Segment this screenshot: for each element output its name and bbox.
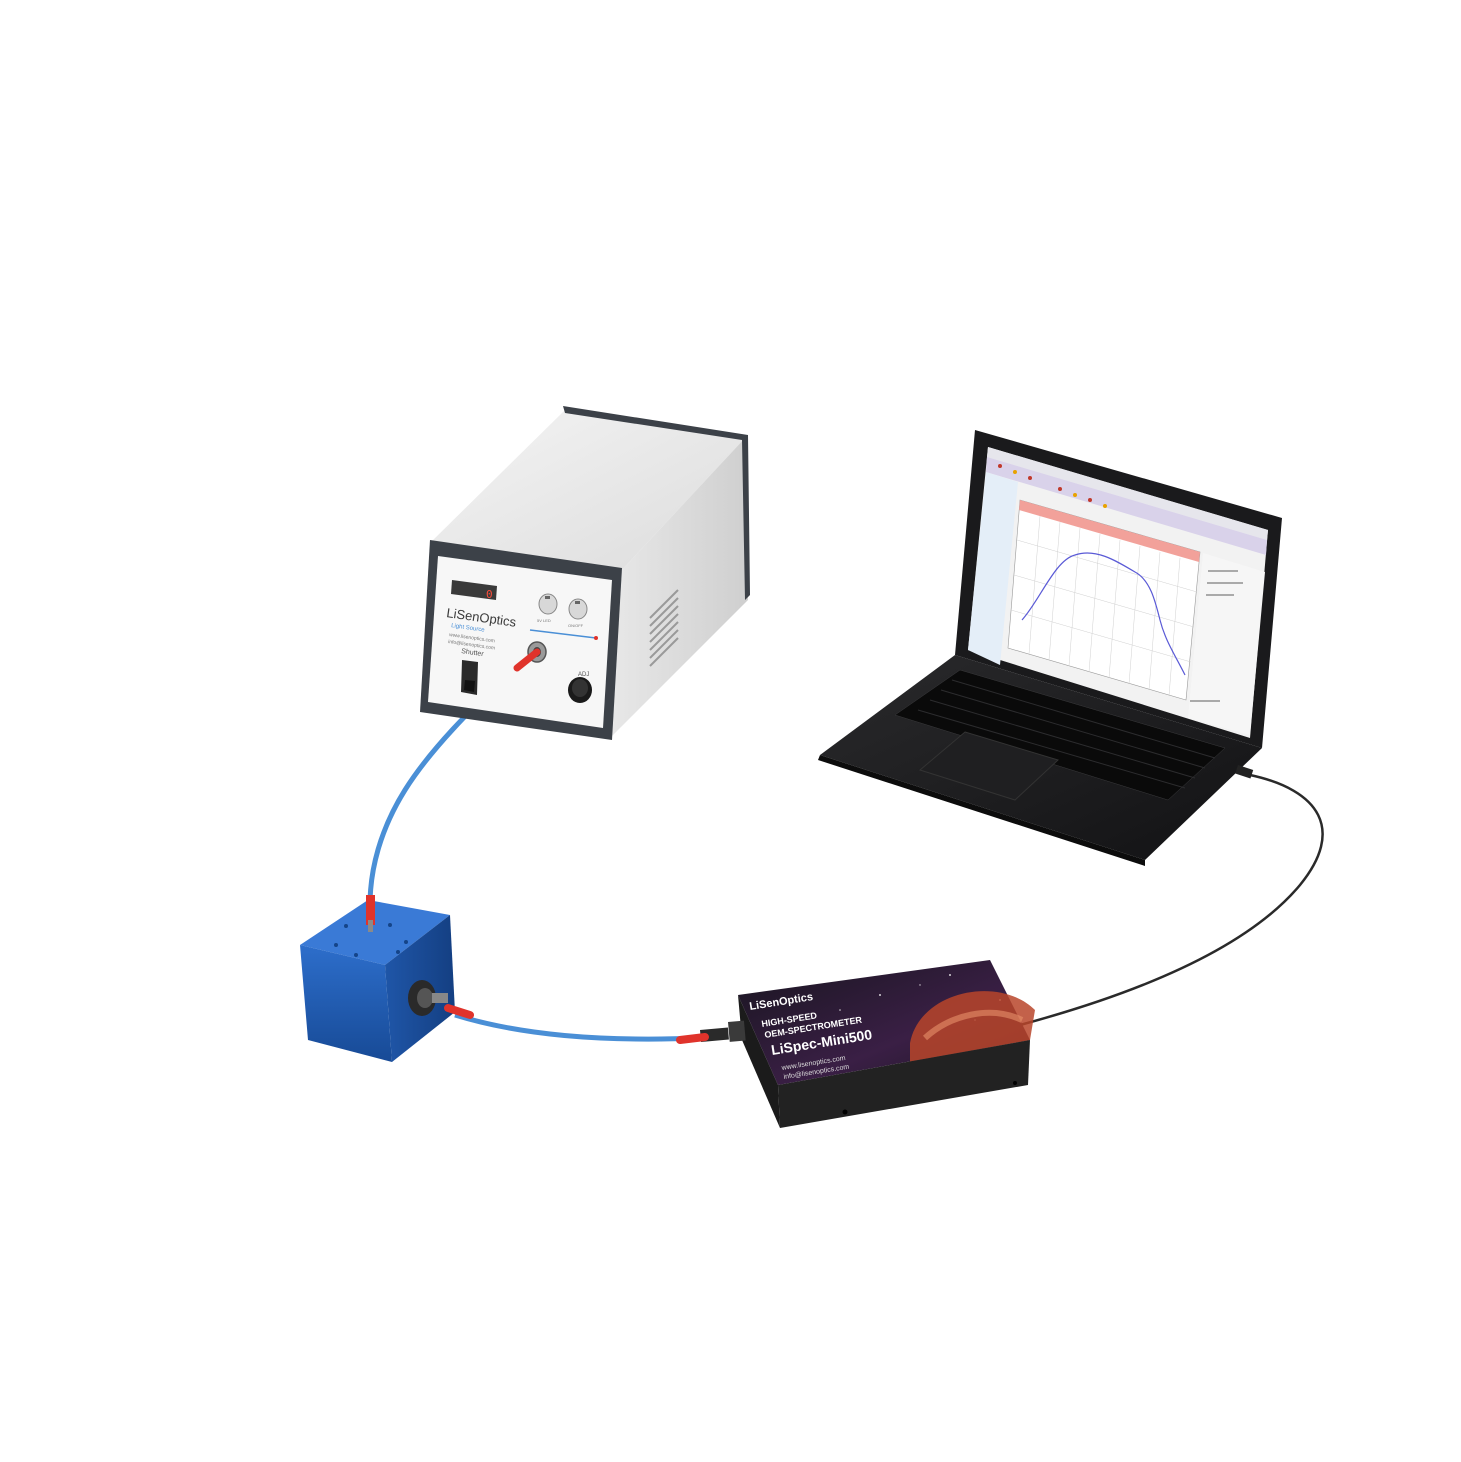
light-source-unit: 0 LiSenOptics Light Source www.lisenopti… — [420, 406, 750, 740]
shutter-label: Shutter — [461, 648, 485, 658]
adj-knob[interactable] — [568, 677, 592, 703]
adj-label: ADJ — [578, 672, 589, 678]
led-knob[interactable] — [538, 593, 558, 615]
spectrometer-device: LiSenOptics HIGH-SPEED OEM-SPECTROMETER … — [676, 960, 1060, 1128]
power-knob[interactable] — [568, 598, 588, 620]
spectrum-curve — [1021, 552, 1186, 676]
fiber-cable-lower — [454, 1012, 701, 1042]
blue-cube-holder — [300, 895, 474, 1062]
knob2-label: ON/OFF — [568, 623, 584, 628]
laptop — [818, 430, 1282, 866]
knob1-label: 5V LED — [537, 618, 551, 623]
laptop-keyboard[interactable] — [894, 669, 1226, 801]
laptop-touchpad[interactable] — [918, 731, 1059, 801]
display-readout: 0 — [486, 588, 493, 601]
light-source-subtitle: Light Source — [451, 623, 486, 634]
usb-cable — [1019, 773, 1324, 1027]
